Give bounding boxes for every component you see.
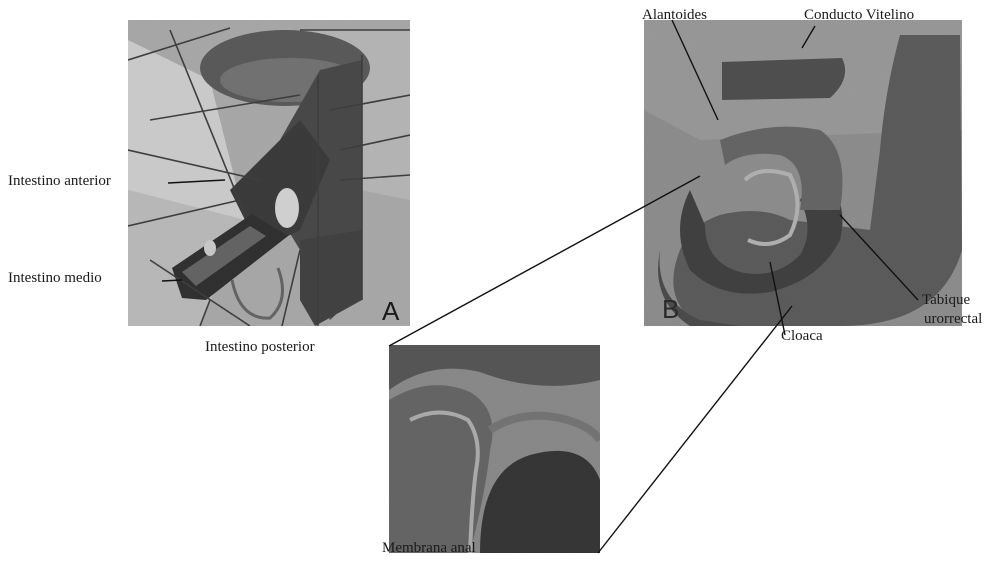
label-tabique: Tabique xyxy=(922,292,970,309)
panel-a-letter: A xyxy=(382,296,399,327)
label-intestino-posterior: Intestino posterior xyxy=(205,339,315,356)
leader-intestino-medio xyxy=(162,280,182,281)
zoom-line-bottom xyxy=(598,306,792,553)
panel-b-image xyxy=(644,20,962,326)
label-cloaca: Cloaca xyxy=(781,328,823,345)
label-intestino-medio: Intestino medio xyxy=(8,270,102,287)
panel-b-letter: B xyxy=(662,294,679,325)
label-membrana-anal: Membrana anal xyxy=(382,540,476,557)
label-conducto-vitelino: Conducto Vitelino xyxy=(804,7,914,24)
inset-image xyxy=(389,345,600,553)
label-urorrectal: urorrectal xyxy=(924,311,982,328)
label-alantoides: Alantoides xyxy=(642,7,707,24)
label-intestino-anterior: Intestino anterior xyxy=(8,173,111,190)
